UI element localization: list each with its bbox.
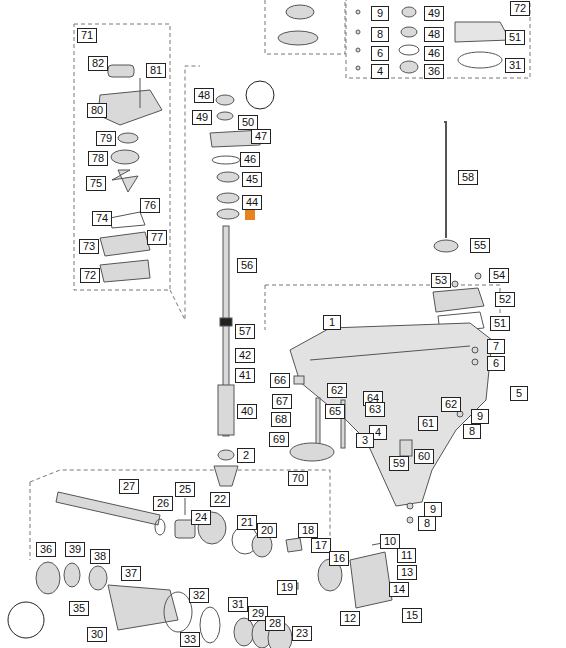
callout-number: 9	[371, 6, 389, 21]
callout-number: 42	[235, 348, 255, 363]
callout-number: 20	[257, 523, 277, 538]
callout-number: 33	[180, 632, 200, 647]
callout-number: 8	[463, 424, 481, 439]
callout-number: 76	[140, 198, 160, 213]
callout-number: 59	[389, 456, 409, 471]
callout-number: 24	[191, 510, 211, 525]
callout-number: 11	[397, 548, 416, 563]
callout-number: 26	[153, 496, 173, 511]
callout-number: 40	[237, 404, 257, 419]
callout-number: 62	[441, 397, 461, 412]
callout-number: 79	[96, 131, 116, 146]
callout-number: 69	[269, 432, 289, 447]
callout-number: 6	[371, 46, 389, 61]
callout-number: 45	[242, 172, 262, 187]
callout-number: 32	[189, 588, 209, 603]
callout-number: 23	[292, 626, 312, 641]
callout-number: 35	[69, 601, 89, 616]
callout-number: 82	[88, 56, 108, 71]
callout-number: 39	[65, 542, 85, 557]
callout-number: 46	[240, 152, 260, 167]
callout-number: 46	[424, 46, 444, 61]
callout-number: 31	[505, 58, 525, 73]
callout-number: 65	[325, 404, 345, 419]
callout-number: 41	[235, 368, 255, 383]
callout-number: 52	[495, 292, 515, 307]
callout-number: 31	[228, 597, 248, 612]
callout-number: 36	[36, 542, 56, 557]
callout-number: 68	[271, 412, 291, 427]
callout-number: 4	[371, 64, 389, 79]
callout-number: 7	[487, 339, 505, 354]
callout-number: 56	[237, 258, 257, 273]
callout-number: 71	[77, 28, 97, 43]
callout-number: 8	[418, 516, 436, 531]
callout-number: 53	[431, 273, 451, 288]
callout-number: 75	[86, 176, 106, 191]
callout-number: 19	[277, 580, 297, 595]
callout-number: 9	[424, 502, 442, 517]
callout-number: 48	[424, 27, 444, 42]
callout-number: 77	[147, 230, 167, 245]
callout-number: 54	[489, 268, 509, 283]
callout-number: 62	[327, 383, 347, 398]
callout-number: 66	[270, 373, 290, 388]
callout-number: 1	[323, 315, 341, 330]
callout-number: 44	[242, 195, 262, 210]
callout-number: 10	[380, 534, 400, 549]
callout-number: 12	[340, 611, 360, 626]
callout-number: 78	[88, 151, 108, 166]
callout-number: 74	[92, 211, 112, 226]
callout-number: 80	[87, 103, 107, 118]
callout-number: 72	[510, 1, 530, 16]
callout-number: 51	[490, 316, 510, 331]
callout-number: 9	[471, 409, 489, 424]
callout-number: 25	[175, 482, 195, 497]
callout-number: 14	[389, 582, 409, 597]
callout-number: 36	[424, 64, 444, 79]
callout-number: 37	[121, 566, 141, 581]
callout-number: 18	[298, 523, 318, 538]
callout-number: 49	[192, 110, 212, 125]
callout-number: 48	[194, 88, 214, 103]
callout-number: 3	[356, 433, 374, 448]
callout-number: 15	[402, 608, 422, 623]
callout-number: 38	[90, 549, 110, 564]
callout-number: 81	[146, 63, 166, 78]
callout-number: 30	[87, 627, 107, 642]
callout-number: 21	[237, 515, 257, 530]
callout-number: 28	[265, 616, 285, 631]
callout-number: 70	[288, 471, 308, 486]
callout-number: 8	[371, 27, 389, 42]
callout-number: 50	[238, 115, 258, 130]
callout-number: 49	[424, 6, 444, 21]
callout-number: 47	[251, 129, 271, 144]
callout-number: 73	[79, 239, 99, 254]
callout-number: 16	[329, 551, 349, 566]
callout-number: 5	[510, 386, 528, 401]
callout-number: 61	[418, 416, 438, 431]
callout-number: 60	[414, 449, 434, 464]
callout-number: 13	[397, 565, 417, 580]
callout-number: 27	[119, 479, 139, 494]
callout-number: 51	[505, 30, 525, 45]
callout-number: 2	[237, 448, 255, 463]
callout-number: 6	[487, 356, 505, 371]
callout-number: 22	[210, 492, 230, 507]
callout-number: 63	[365, 402, 385, 417]
callout-number: 67	[272, 394, 292, 409]
callout-number: 72	[80, 268, 100, 283]
callout-number: 55	[470, 238, 490, 253]
callout-number: 58	[458, 170, 478, 185]
callout-number: 57	[235, 324, 255, 339]
